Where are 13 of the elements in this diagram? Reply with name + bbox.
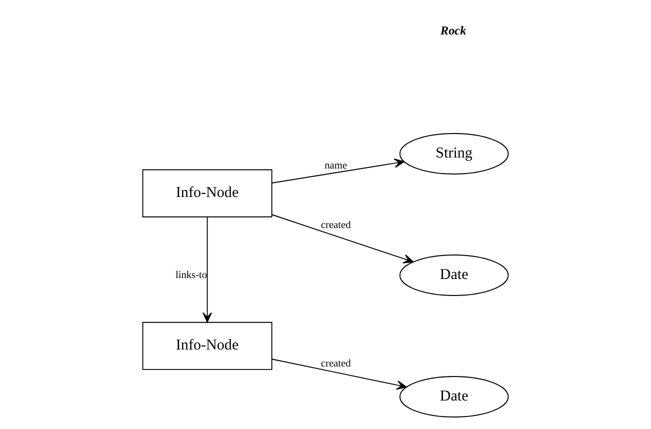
- arrow: [202, 216, 212, 323]
- edge-label: links-to: [175, 270, 208, 281]
- label: Rock: [440, 24, 466, 38]
- node-ellipse: String: [399, 133, 509, 174]
- node-box: Info-Node: [142, 169, 272, 218]
- edge-label: created: [320, 220, 351, 231]
- edge-label: created: [320, 358, 351, 370]
- arrow: [271, 158, 405, 184]
- node-ellipse: Date: [399, 376, 509, 418]
- arrow: [271, 214, 414, 264]
- edge-label: name: [324, 160, 348, 172]
- node-box: Info-Node: [142, 322, 272, 370]
- arrow: [271, 358, 407, 390]
